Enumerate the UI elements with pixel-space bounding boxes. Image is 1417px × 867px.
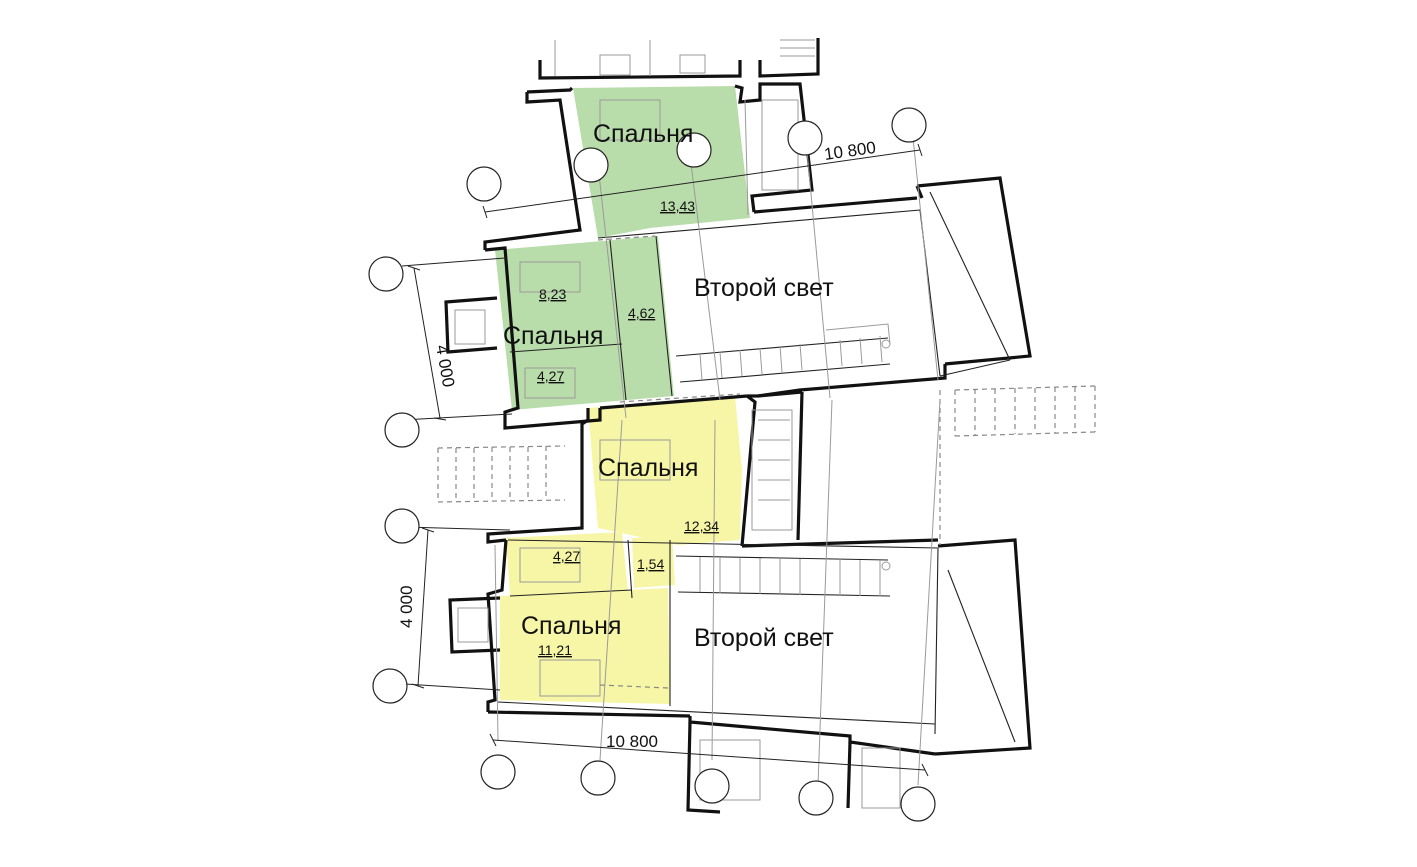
fill-bedroom-top bbox=[573, 86, 750, 238]
dimension-label-lower-depth: 4 000 bbox=[397, 585, 416, 628]
axis-marker bbox=[798, 780, 834, 816]
area-label: 4,27 bbox=[553, 548, 580, 564]
room-labels: Спальня Спальня Второй свет Спальня Спал… bbox=[503, 120, 834, 652]
lower-unit-walls bbox=[448, 390, 1032, 814]
dimension-label-top: 10 800 bbox=[823, 138, 877, 164]
area-label: 4,27 bbox=[537, 368, 564, 384]
area-label: 4,62 bbox=[628, 305, 655, 321]
room-fills bbox=[495, 86, 750, 704]
stairs-upper bbox=[675, 323, 891, 383]
axis-marker bbox=[891, 107, 927, 143]
dimension-label-bottom: 10 800 bbox=[606, 732, 658, 751]
axis-markers bbox=[368, 107, 936, 822]
terrace-left bbox=[437, 445, 566, 503]
area-label: 8,23 bbox=[539, 286, 566, 302]
grid-lines bbox=[494, 127, 941, 786]
axis-marker bbox=[466, 166, 502, 202]
area-label: 11,21 bbox=[538, 642, 572, 658]
terraces bbox=[437, 235, 1096, 689]
axis-marker bbox=[372, 668, 408, 704]
fill-bedroom-bottom bbox=[500, 588, 670, 704]
top-neighbour-fragment bbox=[538, 38, 820, 80]
room-label-second-light-upper: Второй свет bbox=[694, 274, 834, 302]
room-label-bedroom-bottom: Спальня bbox=[521, 612, 621, 640]
terrace-right bbox=[954, 385, 1096, 437]
axis-marker bbox=[384, 412, 420, 448]
axis-marker bbox=[573, 147, 609, 183]
axis-marker bbox=[480, 754, 516, 790]
room-label-bedroom-top: Спальня bbox=[593, 120, 693, 148]
fill-corridor-upper bbox=[612, 236, 674, 400]
axis-marker bbox=[787, 120, 823, 156]
room-label-second-light-lower: Второй свет bbox=[694, 624, 834, 652]
area-labels: 13,43 8,23 4,62 4,27 12,34 4,27 1,54 11,… bbox=[537, 198, 719, 658]
axis-marker bbox=[384, 508, 420, 544]
upper-unit-walls bbox=[444, 82, 1032, 430]
axis-marker bbox=[900, 786, 936, 822]
axis-marker bbox=[676, 132, 712, 168]
room-label-bedroom-middle: Спальня bbox=[598, 454, 698, 482]
stairs-lower bbox=[675, 555, 891, 597]
axis-marker bbox=[580, 760, 616, 796]
area-label: 13,43 bbox=[660, 198, 695, 214]
room-label-bedroom-left-upper: Спальня bbox=[503, 322, 603, 350]
axis-marker bbox=[694, 768, 730, 804]
axis-marker bbox=[368, 256, 404, 292]
area-label: 12,34 bbox=[684, 518, 719, 534]
area-label: 1,54 bbox=[637, 556, 664, 572]
dimensions bbox=[401, 143, 929, 777]
fill-bedroom-lower-b bbox=[632, 535, 675, 588]
fill-bedroom-middle bbox=[588, 396, 742, 545]
